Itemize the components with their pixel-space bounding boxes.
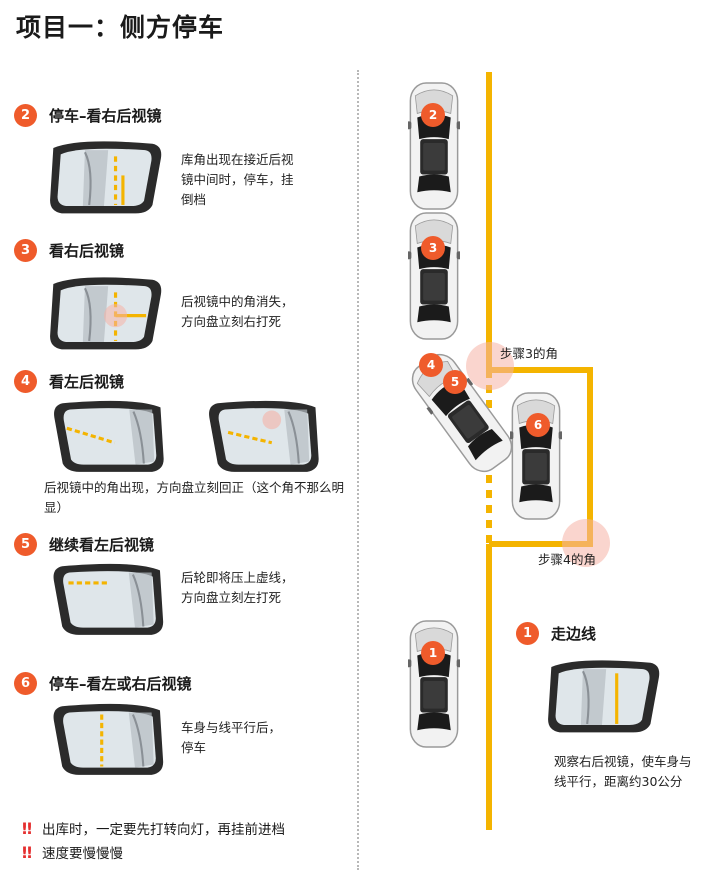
warning-text: 速度要慢慢慢 [42, 846, 124, 862]
double-exclamation-icon: ‼ [22, 818, 32, 838]
right-mirror-step-3-image [47, 272, 163, 354]
step-3-badge: 3 [14, 239, 37, 262]
step-3-title: 看右后视镜 [49, 242, 125, 260]
page-title: 项目一：侧方停车 [16, 13, 225, 42]
car-2-icon [408, 82, 460, 210]
corner-step-4-highlight [562, 519, 610, 567]
step-6-description: 车身与线平行后，停车 [181, 720, 282, 755]
step-1-title: 走边线 [551, 625, 597, 643]
step-1-heading: 1 走边线 [516, 622, 596, 645]
car-badge-5: 5 [443, 370, 467, 394]
car-3-icon [408, 212, 460, 340]
step-5-heading: 5 继续看左后视镜 [14, 533, 154, 556]
left-mirror-step-5-image [47, 560, 171, 638]
step-5-title: 继续看左后视镜 [49, 536, 155, 554]
step-1-description: 观察右后视镜，使车身与线平行，距离约30公分 [554, 754, 692, 789]
car-badge-1: 1 [421, 641, 445, 665]
right-mirror-step-1-image [545, 656, 661, 736]
column-divider [357, 70, 359, 870]
double-exclamation-icon: ‼ [22, 842, 32, 862]
step-6-heading: 6 停车–看左或右后视镜 [14, 672, 192, 695]
step-6-badge: 6 [14, 672, 37, 695]
corner-step-3-highlight [466, 342, 514, 390]
step-4-description: 后视镜中的角出现，方向盘立刻回正（这个角不那么明显） [44, 480, 345, 515]
right-mirror-step-2-image [47, 137, 163, 217]
step-4-heading: 4 看左后视镜 [14, 370, 124, 393]
step-4-badge: 4 [14, 370, 37, 393]
parking-diagram [403, 72, 610, 830]
warning-signal: ‼ 出库时，一定要先打转向灯，再挂前进档 [22, 818, 286, 839]
step-2-description: 库角出现在接近后视镜中间时，停车，挂倒档 [181, 152, 294, 207]
car-6-icon [510, 392, 562, 520]
step-6-title: 停车–看左或右后视镜 [49, 675, 192, 693]
step-3-heading: 3 看右后视镜 [14, 239, 124, 262]
step-5-badge: 5 [14, 533, 37, 556]
car-1-icon [408, 620, 460, 748]
step-2-title: 停车–看右后视镜 [49, 107, 162, 125]
warning-speed: ‼ 速度要慢慢慢 [22, 842, 124, 863]
step-5-description: 后轮即将压上虚线，方向盘立刻左打死 [181, 570, 294, 605]
corner-step-4-label: 步骤4的角 [538, 552, 596, 567]
step-2-badge: 2 [14, 104, 37, 127]
car-badge-3: 3 [421, 236, 445, 260]
step-2-heading: 2 停车–看右后视镜 [14, 104, 162, 127]
left-mirror-step-4b-image [197, 397, 332, 475]
step-1-badge: 1 [516, 622, 539, 645]
step-3-description: 后视镜中的角消失，方向盘立刻右打死 [181, 294, 294, 329]
parking-space-outline [489, 367, 593, 547]
step-4-title: 看左后视镜 [49, 373, 125, 391]
corner-step-3-label: 步骤3的角 [500, 346, 558, 361]
left-mirror-step-6-image [47, 700, 171, 778]
car-badge-6: 6 [526, 413, 550, 437]
car-badge-2: 2 [421, 103, 445, 127]
car-badge-4: 4 [419, 353, 443, 377]
left-mirror-step-4a-image [42, 397, 177, 475]
warning-text: 出库时，一定要先打转向灯，再挂前进档 [42, 822, 286, 838]
